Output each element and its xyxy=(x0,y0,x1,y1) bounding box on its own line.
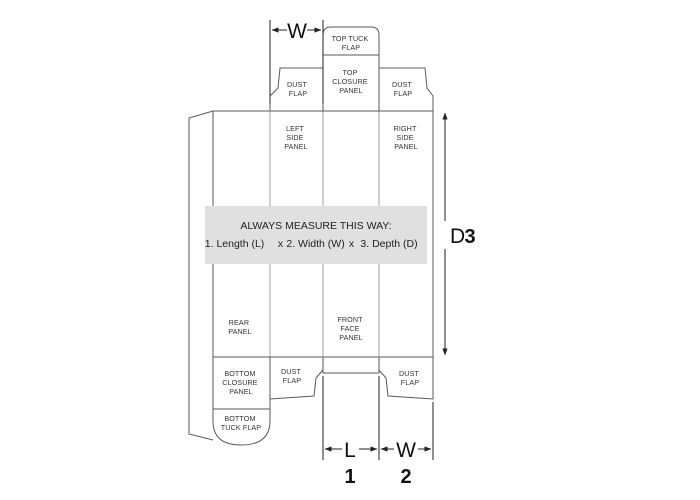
glue-flap xyxy=(188,110,214,441)
dimension-bottom-width-label: W xyxy=(396,439,416,462)
dimension-top-width: W xyxy=(269,20,324,104)
bottom-closure-panel-label: BOTTOM CLOSURE PANEL xyxy=(222,369,260,396)
dimension-length-label: L xyxy=(344,439,356,462)
banner-steps: 1. Length (L) x 2. Width (W) x 3. Depth … xyxy=(205,238,418,250)
dust-flap-bottom-right-label: DUST FLAP xyxy=(399,369,421,387)
banner-step-2: 2. Width (W) xyxy=(286,238,344,250)
rear-panel-label: REAR PANEL xyxy=(228,318,252,336)
top-closure-panel-label: TOP CLOSURE PANEL xyxy=(332,68,370,95)
banner-title: ALWAYS MEASURE THIS WAY: xyxy=(240,220,391,232)
dimension-bottom-width: W 2 xyxy=(380,402,434,488)
dimension-length: L 1 xyxy=(322,376,380,488)
dimension-top-width-label: W xyxy=(287,20,307,43)
measure-banner: ALWAYS MEASURE THIS WAY: 1. Length (L) x… xyxy=(205,206,427,264)
banner-step-3: 3. Depth (D) xyxy=(360,238,417,250)
bottom-dust-flap-right-outline xyxy=(378,357,434,400)
banner-background xyxy=(205,206,427,264)
left-side-panel-label: LEFT SIDE PANEL xyxy=(284,124,308,151)
bottom-tuck-flap-label: BOTTOM TUCK FLAP xyxy=(221,414,262,432)
dimension-depth-label: D xyxy=(450,225,465,248)
bottom-tuck-flap-outline xyxy=(212,409,271,446)
front-face-panel-label: FRONT FACE PANEL xyxy=(337,315,364,342)
dimension-bottom-width-number: 2 xyxy=(400,466,411,488)
banner-step-1: 1. Length (L) xyxy=(205,238,265,250)
bottom-dust-flap-left-outline xyxy=(269,357,324,400)
dust-flap-top-left-label: DUST FLAP xyxy=(287,80,309,98)
dimension-length-number: 1 xyxy=(344,466,355,488)
dimension-depth: D 3 xyxy=(442,112,476,356)
dust-flap-top-right-label: DUST FLAP xyxy=(392,80,414,98)
top-dust-flap-right-outline xyxy=(378,67,434,111)
panel-labels: TOP TUCK FLAP TOP CLOSURE PANEL DUST FLA… xyxy=(221,34,421,432)
banner-sep-2: x xyxy=(349,238,355,250)
dimension-depth-number: 3 xyxy=(464,226,475,248)
right-side-panel-label: RIGHT SIDE PANEL xyxy=(394,124,419,151)
dust-flap-bottom-left-label: DUST FLAP xyxy=(281,367,303,385)
top-tuck-flap-label: TOP TUCK FLAP xyxy=(332,34,371,52)
banner-sep-1: x xyxy=(278,238,284,250)
